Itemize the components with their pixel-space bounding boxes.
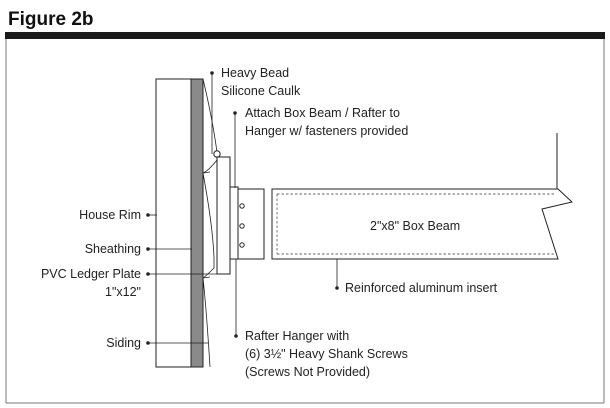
- siding-lap-lower: [202, 171, 211, 279]
- hanger-screw-2: [239, 223, 245, 229]
- header-bar: [5, 32, 605, 39]
- sheathing: [190, 78, 204, 368]
- figure-title: Figure 2b: [8, 9, 94, 30]
- label-house-rim: House Rim: [79, 208, 141, 222]
- label-attach-line2: Hanger w/ fasteners provided: [245, 124, 408, 138]
- label-box-beam: 2"x8" Box Beam: [370, 219, 460, 233]
- label-hanger-line3: (Screws Not Provided): [245, 365, 370, 379]
- label-siding: Siding: [106, 336, 141, 350]
- label-hanger-line2: (6) 3½" Heavy Shank Screws: [245, 347, 408, 361]
- hanger-screw-3: [239, 242, 245, 248]
- label-caulk-line1: Heavy Bead: [221, 66, 289, 80]
- siding: [202, 78, 218, 368]
- label-caulk-line2: Silicone Caulk: [221, 84, 301, 98]
- ledger-plate: [216, 156, 231, 275]
- label-attach-line1: Attach Box Beam / Rafter to: [245, 106, 400, 120]
- label-hanger-line1: Rafter Hanger with: [245, 329, 349, 343]
- label-ledger-line2: 1"x12": [105, 285, 141, 299]
- caulk-bead: [213, 150, 221, 158]
- rafter-hanger: [229, 186, 239, 260]
- label-ledger-line1: PVC Ledger Plate: [41, 267, 141, 281]
- box-beam: [271, 188, 574, 260]
- box-beam-insert: [276, 193, 555, 255]
- house-rim: [155, 78, 192, 368]
- label-insert: Reinforced aluminum insert: [345, 281, 498, 295]
- hanger-flange: [237, 188, 265, 260]
- leader-lines: [146, 71, 339, 345]
- label-sheathing: Sheathing: [85, 242, 141, 256]
- hanger-screw-1: [239, 203, 245, 209]
